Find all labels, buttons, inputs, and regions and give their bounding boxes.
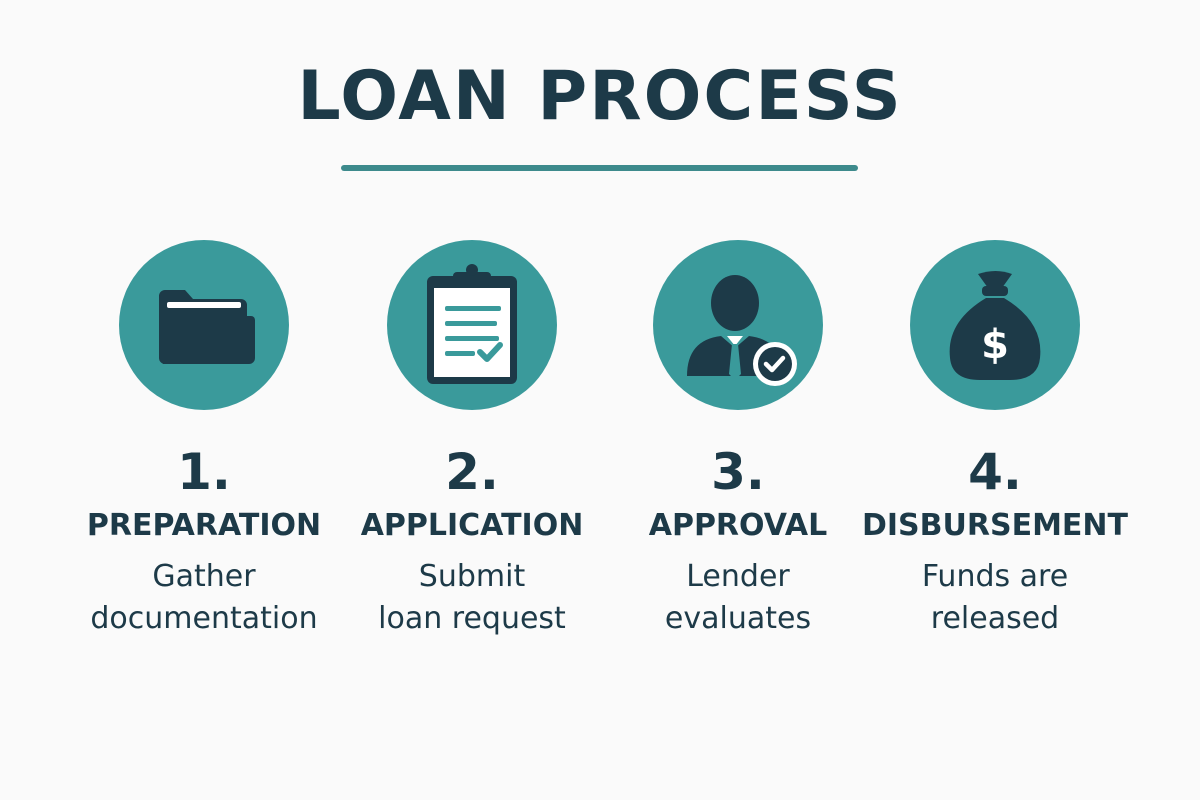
clipboard-checklist-icon bbox=[427, 264, 517, 384]
step-description: Gather documentation bbox=[64, 556, 344, 640]
step-number: 1. bbox=[177, 443, 231, 501]
step-label: APPLICATION bbox=[360, 508, 584, 543]
step-description-line: Funds are bbox=[921, 559, 1069, 594]
step-number: 2. bbox=[445, 443, 499, 501]
step-number: 4. bbox=[968, 443, 1022, 501]
step-number: 3. bbox=[711, 443, 765, 501]
money-bag-icon: $ bbox=[949, 271, 1041, 380]
step-icon-circle: $ bbox=[910, 240, 1080, 410]
page-title: LOAN PROCESS bbox=[297, 57, 903, 136]
step-preparation: 1. PREPARATION Gather documentation bbox=[64, 240, 344, 640]
step-description-line: released bbox=[930, 601, 1060, 636]
title-divider bbox=[341, 165, 858, 171]
person-check-icon bbox=[687, 275, 797, 386]
step-approval: 3. APPROVAL Lender evaluates bbox=[598, 240, 878, 640]
step-description: Lender evaluates bbox=[598, 556, 878, 640]
folder-icon bbox=[159, 290, 255, 364]
step-description-line: Gather bbox=[152, 559, 256, 594]
step-icon-circle bbox=[119, 240, 289, 410]
step-description: Funds are released bbox=[855, 556, 1135, 640]
step-label: APPROVAL bbox=[648, 508, 828, 543]
step-description-line: Lender bbox=[686, 559, 790, 594]
step-description-line: Submit bbox=[418, 559, 526, 594]
step-label: PREPARATION bbox=[86, 508, 322, 543]
step-icon-circle bbox=[653, 240, 823, 410]
step-application: 2. APPLICATION Submit loan request bbox=[332, 240, 612, 640]
step-disbursement: $ 4. DISBURSEMENT Funds are released bbox=[855, 240, 1135, 640]
step-label: DISBURSEMENT bbox=[861, 508, 1128, 543]
step-description: Submit loan request bbox=[332, 556, 612, 640]
step-description-line: evaluates bbox=[664, 601, 812, 636]
step-description-line: documentation bbox=[90, 601, 318, 636]
step-icon-circle bbox=[387, 240, 557, 410]
svg-text:$: $ bbox=[981, 322, 1009, 368]
step-description-line: loan request bbox=[378, 601, 566, 636]
